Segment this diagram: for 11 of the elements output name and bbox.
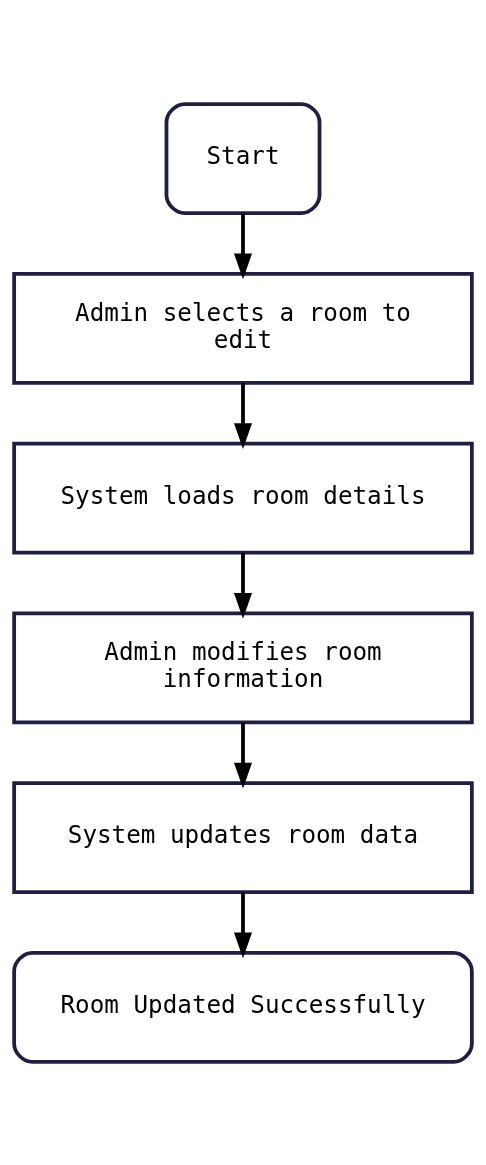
node-box: System loads room details [12, 441, 474, 555]
arrow [233, 722, 253, 789]
node-box: Admin modifies room information [12, 610, 474, 724]
arrow [233, 212, 253, 279]
arrow [233, 382, 253, 449]
arrow [233, 891, 253, 958]
arrow [233, 552, 253, 619]
node-box: System updates room data [12, 780, 474, 894]
node-box: Admin selects a room to edit [12, 271, 474, 385]
node-box: Room Updated Successfully [12, 950, 474, 1064]
node-box: Start [164, 101, 322, 215]
